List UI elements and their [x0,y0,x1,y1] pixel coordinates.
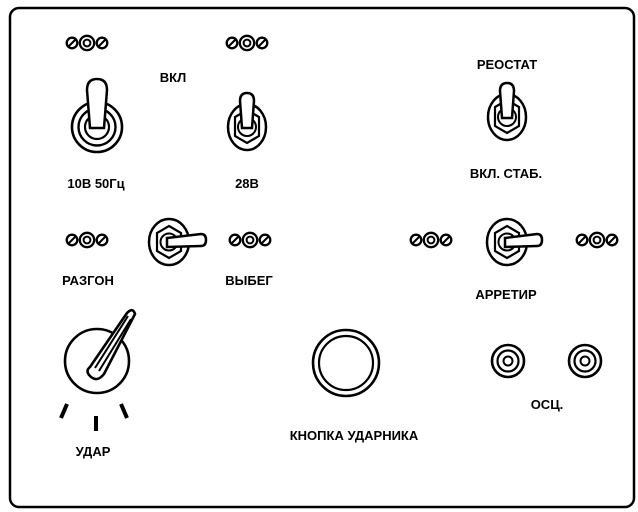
label-striker-button: КНОПКА УДАРНИКА [290,428,419,443]
label-reostat: РЕОСТАТ [477,57,537,72]
label-vybeg: ВЫБЕГ [225,273,273,288]
label-vkl: ВКЛ [160,70,186,85]
label-osc: ОСЦ. [531,397,564,412]
label-vkl-stab: ВКЛ. СТАБ. [470,166,542,181]
label-power-10v: 10В 50Гц [67,176,124,191]
label-udar: УДАР [76,444,111,459]
label-razgon: РАЗГОН [62,273,114,288]
label-arretir: АРРЕТИР [475,287,537,302]
label-power-28v: 28В [235,176,259,191]
